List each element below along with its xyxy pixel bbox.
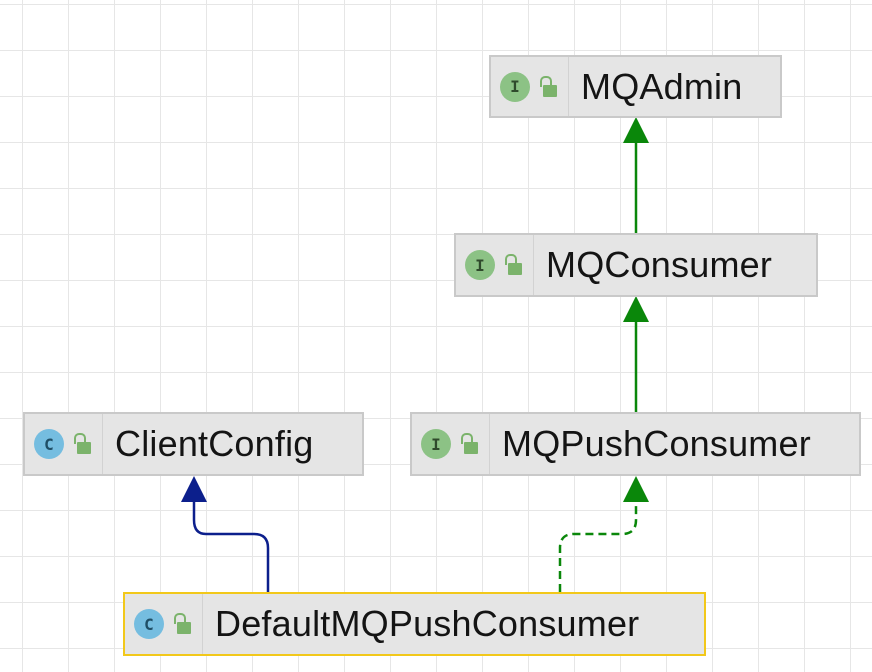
- arrowhead-mqadmin: [623, 117, 649, 143]
- edge-defaultmqpushconsumer-to-mqpushconsumer: [558, 502, 638, 592]
- class-icon: C: [134, 609, 164, 639]
- arrowhead-clientconfig: [181, 476, 207, 502]
- open-lock-icon: [461, 433, 479, 455]
- node-icons: C: [25, 414, 103, 474]
- node-name: MQAdmin: [581, 65, 743, 107]
- interface-icon: I: [465, 250, 495, 280]
- interface-icon: I: [421, 429, 451, 459]
- node-mqadmin[interactable]: I MQAdmin: [489, 55, 782, 118]
- arrowhead-mqpushconsumer: [623, 476, 649, 502]
- edge-defaultmqpushconsumer-to-clientconfig: [192, 502, 270, 592]
- node-icons: I: [491, 57, 569, 116]
- interface-icon: I: [500, 71, 530, 102]
- node-icons: I: [412, 414, 490, 474]
- class-icon: C: [34, 429, 64, 459]
- node-name: MQPushConsumer: [502, 423, 811, 464]
- node-defaultmqpushconsumer[interactable]: C DefaultMQPushConsumer: [123, 592, 706, 656]
- node-mqpushconsumer[interactable]: I MQPushConsumer: [410, 412, 861, 476]
- open-lock-icon: [540, 75, 558, 98]
- arrowhead-mqconsumer: [623, 296, 649, 322]
- open-lock-icon: [174, 613, 192, 635]
- node-icons: C: [125, 594, 203, 654]
- open-lock-icon: [74, 433, 92, 455]
- open-lock-icon: [505, 254, 523, 276]
- node-name: DefaultMQPushConsumer: [215, 603, 640, 644]
- node-name: ClientConfig: [115, 423, 314, 464]
- node-clientconfig[interactable]: C ClientConfig: [23, 412, 364, 476]
- node-icons: I: [456, 235, 534, 295]
- node-name: MQConsumer: [546, 244, 773, 285]
- node-mqconsumer[interactable]: I MQConsumer: [454, 233, 818, 297]
